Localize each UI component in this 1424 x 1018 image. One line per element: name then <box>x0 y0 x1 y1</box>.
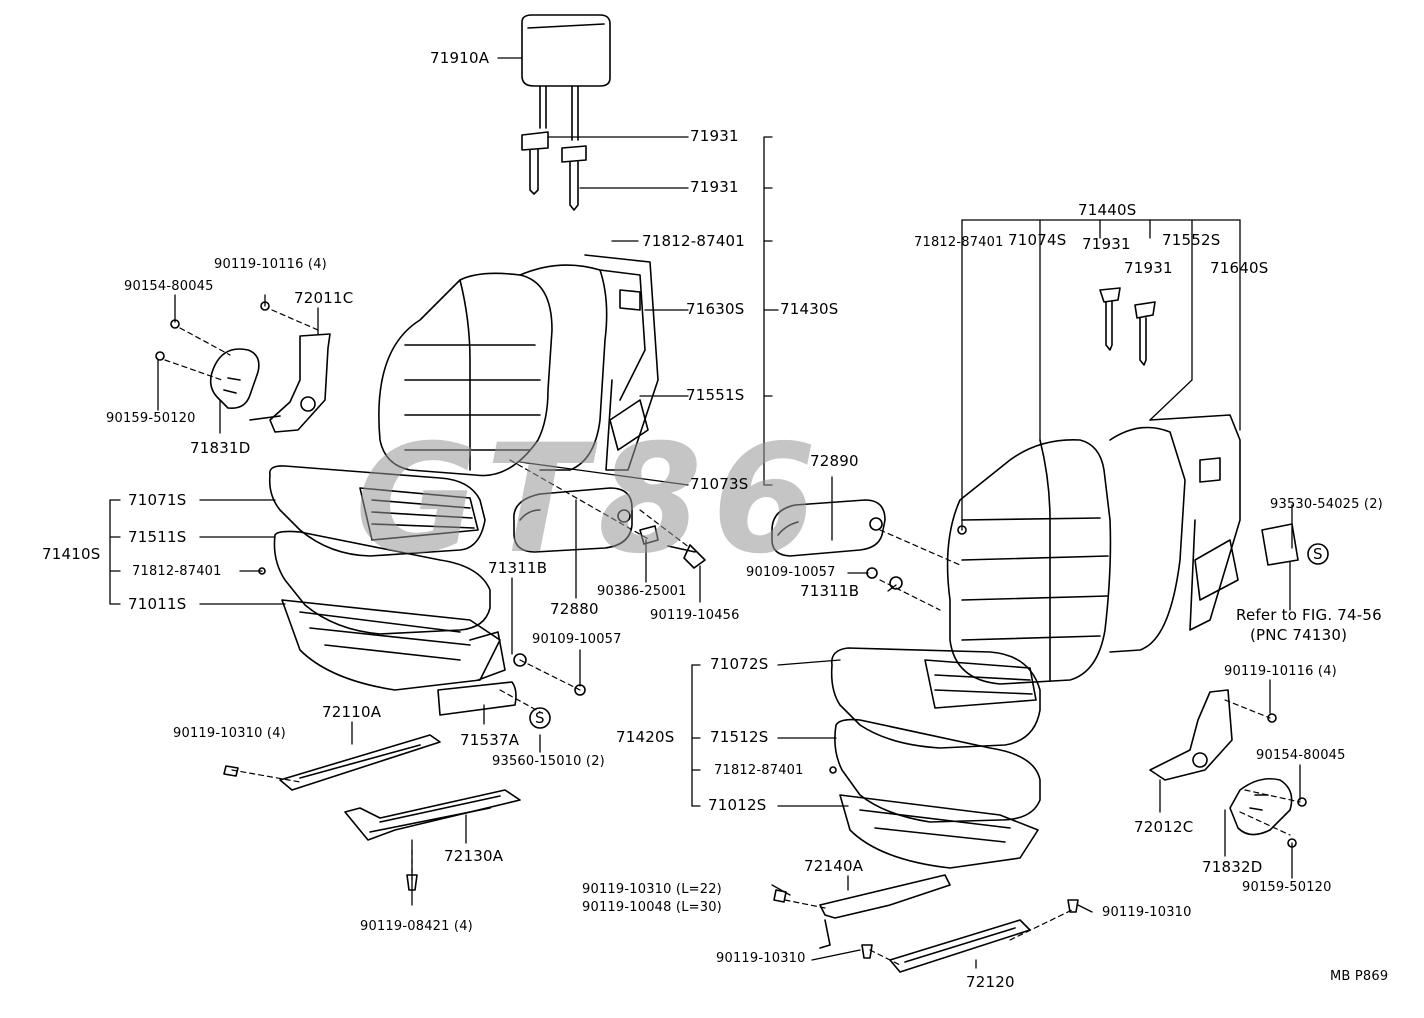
label-90154-80045-left: 90154-80045 <box>124 279 214 294</box>
label-71537A: 71537A <box>460 731 520 749</box>
label-71012S: 71012S <box>708 796 767 814</box>
label-71931-c: 71931 <box>1082 235 1131 253</box>
label-71410S: 71410S <box>42 545 101 563</box>
label-90159-50120-right: 90159-50120 <box>1242 880 1332 895</box>
right-armrest-drawing <box>771 499 903 590</box>
label-72012C: 72012C <box>1134 818 1194 836</box>
label-72011C: 72011C <box>294 289 354 307</box>
label-72120: 72120 <box>966 973 1015 991</box>
label-90119-10116-left: 90119-10116 (4) <box>214 257 327 272</box>
right-recliner-drawing <box>773 523 1329 973</box>
label-90119-10310-b: 90119-10310 <box>716 951 806 966</box>
label-71832D: 71832D <box>1202 858 1263 876</box>
left-armrest-drawing <box>513 487 706 569</box>
label-refer-line1: Refer to FIG. 74-56 <box>1236 606 1382 624</box>
label-90119-10310-L22: 90119-10310 (L=22) <box>582 882 722 897</box>
label-71420S: 71420S <box>616 728 675 746</box>
label-72140A: 72140A <box>804 857 864 875</box>
left-small-parts <box>223 567 586 891</box>
left-cushion-drawing <box>268 465 506 691</box>
label-71931-b: 71931 <box>690 178 739 196</box>
label-90109-10057-left: 90109-10057 <box>532 632 622 647</box>
label-90119-10048-L30: 90119-10048 (L=30) <box>582 900 722 915</box>
label-71831D: 71831D <box>190 439 251 457</box>
label-71630S: 71630S <box>686 300 745 318</box>
label-refer-line2: (PNC 74130) <box>1250 626 1348 644</box>
label-72890: 72890 <box>810 452 859 470</box>
label-90154-80045-right: 90154-80045 <box>1256 748 1346 763</box>
label-71073S: 71073S <box>690 475 749 493</box>
label-90119-10456: 90119-10456 <box>650 608 740 623</box>
label-93560-15010: 93560-15010 (2) <box>492 754 605 769</box>
label-71931-d: 71931 <box>1124 259 1173 277</box>
label-90119-10310-4: 90119-10310 (4) <box>173 726 286 741</box>
label-71071S: 71071S <box>128 491 187 509</box>
label-90159-50120-left: 90159-50120 <box>106 411 196 426</box>
label-71812-87401-a: 71812-87401 <box>642 232 746 250</box>
label-71311B-right: 71311B <box>800 582 860 600</box>
label-93530-54025: 93530-54025 (2) <box>1270 497 1383 512</box>
label-71812-87401-b: 71812-87401 <box>132 564 222 579</box>
label-71512S: 71512S <box>710 728 769 746</box>
label-71430S: 71430S <box>780 300 839 318</box>
label-71552S: 71552S <box>1162 231 1221 249</box>
label-71440S: 71440S <box>1078 201 1137 219</box>
label-90386-25001: 90386-25001 <box>597 584 687 599</box>
right-seatback-drawing <box>946 287 1241 685</box>
watermark: GT86 <box>355 413 827 587</box>
s-mark-left: S <box>535 709 545 727</box>
label-90119-10116-right: 90119-10116 (4) <box>1224 664 1337 679</box>
left-seatback-drawing <box>378 254 659 477</box>
diagram-code: MB P869 <box>1330 969 1389 984</box>
label-71072S: 71072S <box>710 655 769 673</box>
dashed-lines <box>164 309 1301 966</box>
headrest-drawing <box>521 14 611 141</box>
label-71812-87401-c: 71812-87401 <box>914 235 1004 250</box>
label-71812-87401-d: 71812-87401 <box>714 763 804 778</box>
right-cushion-drawing <box>829 647 1041 869</box>
label-71311B-left: 71311B <box>488 559 548 577</box>
label-71551S: 71551S <box>686 386 745 404</box>
s-mark-right: S <box>1313 545 1323 563</box>
label-71074S: 71074S <box>1008 231 1067 249</box>
label-90119-08421: 90119-08421 (4) <box>360 919 473 934</box>
label-71640S: 71640S <box>1210 259 1269 277</box>
label-72110A: 72110A <box>322 703 382 721</box>
leader-lines <box>109 57 1301 969</box>
label-72130A: 72130A <box>444 847 504 865</box>
headrest-support-drawing <box>521 131 587 211</box>
label-71511S: 71511S <box>128 528 187 546</box>
label-90109-10057-right: 90109-10057 <box>746 565 836 580</box>
label-90119-10310-a: 90119-10310 <box>1102 905 1192 920</box>
label-71931-a: 71931 <box>690 127 739 145</box>
label-71910A: 71910A <box>430 49 490 67</box>
label-72880: 72880 <box>550 600 599 618</box>
label-71011S: 71011S <box>128 595 187 613</box>
left-recliner-drawing <box>155 301 331 433</box>
